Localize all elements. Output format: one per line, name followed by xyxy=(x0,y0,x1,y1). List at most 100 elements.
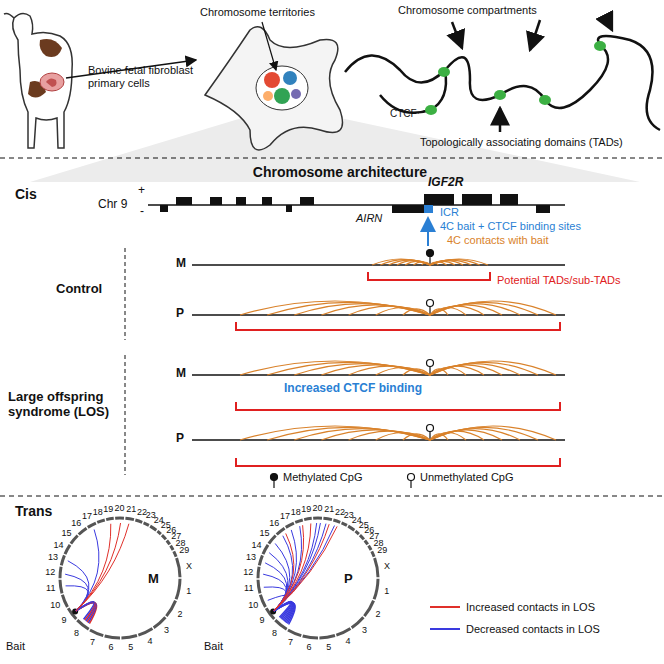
chromosome-segment xyxy=(288,630,301,636)
chromosome-number: 21 xyxy=(324,504,334,514)
contact-arc xyxy=(403,369,430,375)
chromosome-number: 12 xyxy=(243,566,253,576)
contact-arc xyxy=(376,433,430,441)
contact-arc xyxy=(267,427,430,440)
label: + xyxy=(138,184,145,198)
contact-link xyxy=(274,602,293,620)
contact-arc xyxy=(430,261,463,265)
contact-arc xyxy=(430,429,520,440)
contact-arc xyxy=(430,308,466,316)
label: AIRN xyxy=(356,212,382,225)
chromosome-number: 8 xyxy=(74,628,79,638)
chromosome-segment xyxy=(277,528,285,534)
chromosome-number: 10 xyxy=(50,600,60,610)
contact-arc xyxy=(430,260,471,265)
chromosome-segment xyxy=(352,617,364,627)
contact-link xyxy=(274,526,337,610)
contact-arc xyxy=(430,430,502,440)
chromosome-segment xyxy=(355,531,358,534)
contact-link xyxy=(265,563,287,611)
chromosome-segment xyxy=(106,518,114,519)
contact-link xyxy=(76,602,95,621)
label: Chromosome territories xyxy=(200,6,315,19)
contact-arc xyxy=(430,306,484,315)
chromosome-number: 29 xyxy=(377,545,387,555)
chromosome-segment xyxy=(365,540,368,544)
chromosome-number: 22 xyxy=(137,506,147,516)
contact-arc xyxy=(321,305,430,315)
chromosome-number: 1 xyxy=(384,586,389,596)
chromosome-segment xyxy=(174,551,176,556)
contact-arc xyxy=(430,302,538,315)
chromosome-number: 11 xyxy=(244,583,253,593)
contact-link xyxy=(76,602,94,619)
label: Trans xyxy=(15,503,52,519)
tad-bracket xyxy=(236,272,560,466)
chromosome-segment xyxy=(369,546,372,550)
label: Chromosome architecture xyxy=(253,164,427,180)
label: Chr 9 xyxy=(98,198,127,212)
chromosome-segment xyxy=(342,523,347,526)
contact-arc xyxy=(403,309,430,315)
chromosome-segment xyxy=(150,526,156,530)
chromosome-segment xyxy=(176,579,180,600)
label: Unmethylated CpG xyxy=(420,471,514,484)
chromosome-segment xyxy=(372,551,374,556)
chromosome-segment xyxy=(166,601,175,616)
chromosome-number: 13 xyxy=(246,552,256,562)
contact-arc xyxy=(372,259,430,265)
chromosome-number: 11 xyxy=(46,583,55,593)
chromosome-segment xyxy=(88,523,96,527)
contact-arc xyxy=(349,366,430,375)
contact-link xyxy=(65,574,88,611)
chromosome-number: 6 xyxy=(108,642,113,652)
label: M xyxy=(148,572,159,587)
contact-arc xyxy=(240,361,430,375)
chromosome-number: 20 xyxy=(114,503,124,513)
chromosome-segment xyxy=(125,518,134,519)
chromosome-number: 18 xyxy=(93,506,103,516)
chromosome-number: 19 xyxy=(301,504,311,514)
contact-link xyxy=(76,524,129,611)
chromosome-number: 9 xyxy=(61,615,66,625)
chromosome-segment xyxy=(162,535,166,539)
label: 4C contacts with bait xyxy=(447,234,549,247)
contact-link xyxy=(274,602,293,621)
contact-arc xyxy=(430,364,520,375)
chromosome-number: 7 xyxy=(288,637,293,647)
chromosome-segment xyxy=(79,528,87,534)
label: Cis xyxy=(15,186,37,202)
contact-arc xyxy=(430,365,502,375)
chromosome-number: 16 xyxy=(71,518,81,528)
contact-arc xyxy=(430,368,466,376)
label: Chromosome compartments xyxy=(398,4,537,17)
chromosome-number: 19 xyxy=(103,504,113,514)
chromosome-segment xyxy=(65,545,70,554)
chromosome-segment xyxy=(171,546,174,550)
chromosome-number: 17 xyxy=(280,511,290,521)
contact-arc xyxy=(405,261,430,265)
contact-link xyxy=(274,524,329,611)
chromosome-segment xyxy=(115,517,124,520)
contact-arc xyxy=(430,304,520,315)
chromosome-number: 14 xyxy=(251,539,261,549)
label: Topologically associating domains (TADs) xyxy=(420,136,623,149)
contact-link xyxy=(274,526,335,611)
contact-arc xyxy=(267,362,430,375)
chromosome-segment xyxy=(157,531,160,534)
contact-arc xyxy=(376,308,430,316)
chromosome-segment xyxy=(269,535,276,543)
label: Control xyxy=(56,282,102,297)
label: Large offspring syndrome (LOS) xyxy=(8,390,120,420)
chromosome-segment xyxy=(313,517,322,520)
label: - xyxy=(140,205,144,219)
contact-arc xyxy=(430,260,480,265)
chromosome-segment xyxy=(286,523,294,527)
contact-arc xyxy=(397,261,430,265)
legend: Increased contacts in LOSDecreased conta… xyxy=(428,596,600,640)
chromosome-segment xyxy=(304,518,312,519)
chromosome-number: 3 xyxy=(164,625,169,635)
contact-arc xyxy=(430,309,448,315)
